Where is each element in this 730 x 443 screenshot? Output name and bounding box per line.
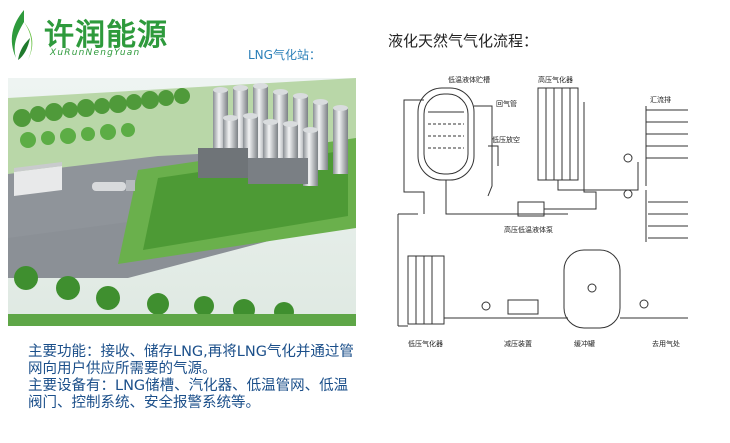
label-outlet: 去用气处 <box>652 339 680 348</box>
label-return-pipe: 回气管 <box>496 99 517 108</box>
label-buffer: 缓冲罐 <box>574 339 595 348</box>
label-pump: 高压低温液体泵 <box>504 225 553 234</box>
lp-vaporizer <box>407 255 445 325</box>
flame-leaf-icon <box>11 10 33 60</box>
label-vent: 低压放空 <box>492 135 520 144</box>
label-hp-vaporizer: 高压气化器 <box>538 75 573 84</box>
pressure-reducer <box>507 299 539 315</box>
lng-station-render <box>8 78 356 326</box>
process-flow-diagram: 低温液体贮槽 回气管 低压放空 高压气化器 汇流排 高压低温液体泵 低压气化器 … <box>397 75 688 348</box>
logo-name: 许润能源 <box>44 18 168 53</box>
manifold <box>645 106 688 242</box>
buffer-tank <box>563 249 621 329</box>
station-title: LNG气化站： <box>248 48 321 62</box>
process-title: 液化天然气气化流程： <box>388 32 539 50</box>
company-logo: 许润能源 XuRunNengYuan <box>6 8 176 68</box>
tree-row <box>13 88 190 127</box>
logo-subtitle: XuRunNengYuan <box>50 48 141 58</box>
storage-tanks <box>198 83 348 186</box>
tanker-truck <box>92 182 126 191</box>
label-manifold: 汇流排 <box>650 95 671 104</box>
label-reducer: 减压装置 <box>504 339 532 348</box>
description-functions: 主要功能：接收、储存LNG,再将LNG气化并通过管网向用户供应所需要的气源。 <box>28 344 354 377</box>
lng-storage-tank <box>417 87 475 181</box>
hp-vaporizer <box>537 87 579 181</box>
label-lp-vaporizer: 低压气化器 <box>408 339 443 348</box>
label-tank: 低温液体贮槽 <box>448 75 490 84</box>
description: 主要功能：接收、储存LNG,再将LNG气化并通过管网向用户供应所需要的气源。 主… <box>8 344 358 412</box>
description-equipment: 主要设备有：LNG储槽、汽化器、低温管网、低温阀门、控制系统、安全报警系统等。 <box>28 378 349 411</box>
